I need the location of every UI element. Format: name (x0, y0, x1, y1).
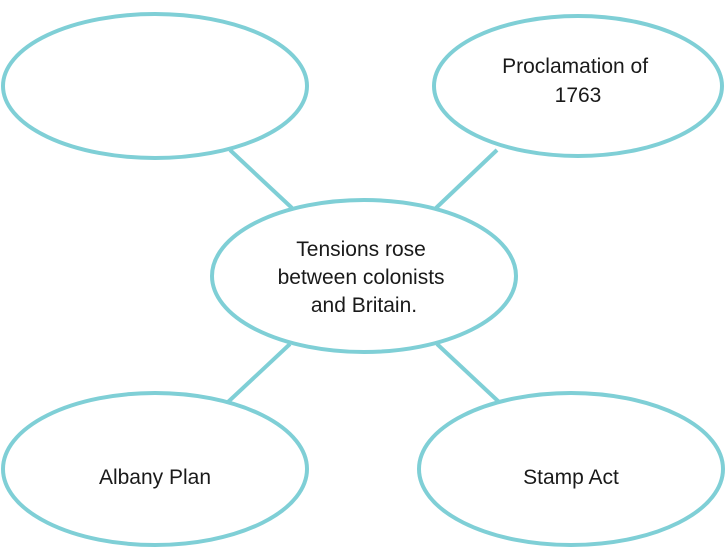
bubble-top-right-text: Proclamation of 1763 (502, 55, 654, 107)
connector-top-left (228, 148, 294, 210)
bubble-center-ellipse (210, 198, 518, 354)
bubble-center-line-3: and Britain. (311, 294, 417, 317)
bubble-top-left (1, 12, 309, 160)
bubble-bottom-left-line-1: Albany Plan (99, 466, 211, 489)
connector-bottom-left (226, 342, 292, 404)
bubble-center-line-1: Tensions rose (296, 238, 426, 261)
bubble-bottom-right-text: Stamp Act (523, 466, 619, 489)
bubble-top-right-line-2: 1763 (555, 84, 602, 107)
bubble-bottom-right-line-1: Stamp Act (523, 466, 619, 489)
bubble-center-line-2: between colonists (278, 266, 445, 289)
bubble-top-left-ellipse (1, 12, 309, 160)
bubble-top-right-ellipse (432, 14, 724, 158)
bubble-bottom-right-ellipse (417, 391, 725, 547)
bubble-center: Tensions rose between colonists and Brit… (210, 198, 518, 354)
bubble-center-text: Tensions rose between colonists and Brit… (278, 238, 451, 317)
bubble-top-right: Proclamation of 1763 (432, 14, 724, 158)
connector-top-right (434, 148, 499, 210)
bubble-bottom-left-text: Albany Plan (99, 466, 211, 489)
bubble-top-right-line-1: Proclamation of (502, 55, 648, 78)
bubble-bottom-left: Albany Plan (1, 391, 309, 547)
bubble-bottom-right: Stamp Act (417, 391, 725, 547)
connector-bottom-right (435, 342, 501, 404)
bubble-bottom-left-ellipse (1, 391, 309, 547)
